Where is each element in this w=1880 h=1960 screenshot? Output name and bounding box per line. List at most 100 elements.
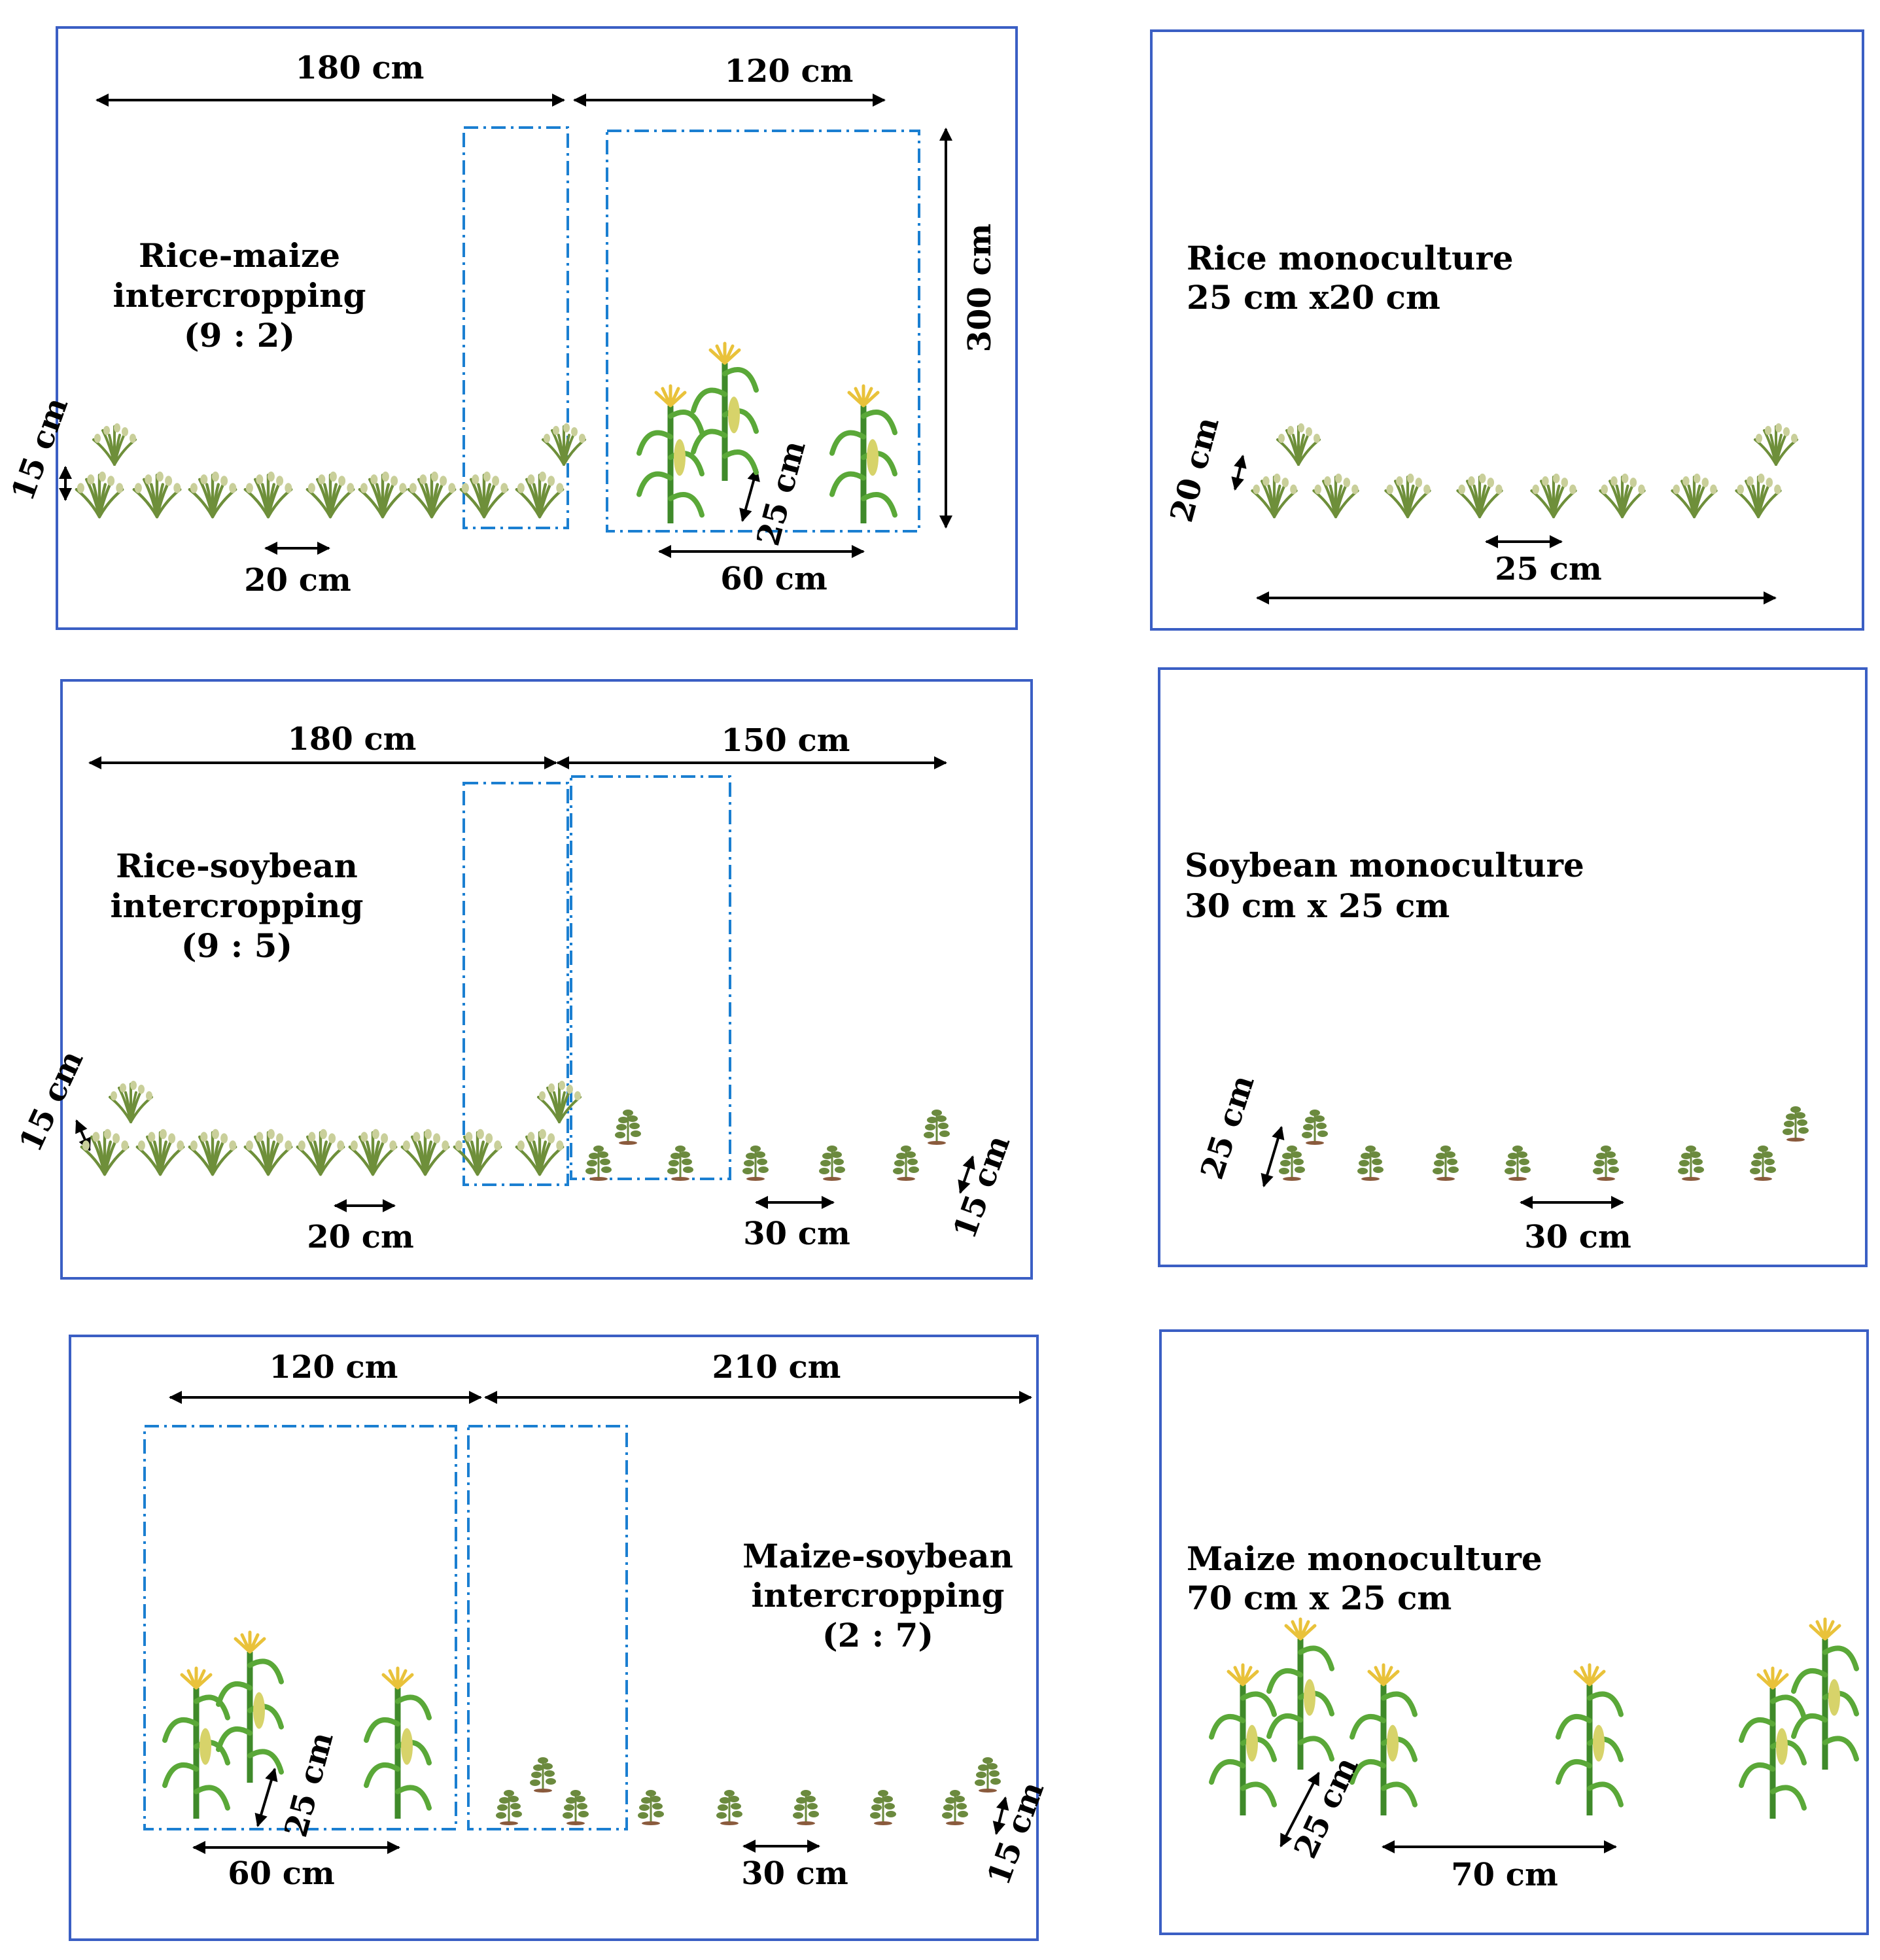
double-arrow-icon	[992, 1796, 1009, 1835]
soybean-plant-icon	[942, 1790, 968, 1825]
rice-plant-icon	[75, 471, 124, 519]
rice-plant-icon	[1530, 473, 1577, 519]
dim-label: 120 cm	[270, 1349, 398, 1386]
maize-plant-icon	[216, 1630, 284, 1783]
double-arrow-icon	[254, 1768, 278, 1827]
dim-label: 60 cm	[720, 561, 827, 597]
rice-plant-icon	[453, 1129, 502, 1176]
rice-plant-icon	[243, 1129, 293, 1176]
dim-label: 30 cm	[1524, 1219, 1631, 1255]
rice-plant-icon	[1599, 473, 1646, 519]
rice-plant-icon	[305, 471, 355, 519]
rice-plant-icon	[348, 1129, 398, 1176]
dim-label: 20 cm	[307, 1219, 414, 1255]
double-arrow-icon	[1231, 455, 1247, 491]
dim-label: 180 cm	[288, 721, 417, 758]
rice-plant-icon	[1251, 473, 1298, 519]
rice-plant-icon	[296, 1129, 345, 1176]
rice-plant-icon	[80, 1129, 130, 1176]
dim-label: 25 cm	[277, 1728, 340, 1841]
panel-maize-monoculture	[1159, 1329, 1869, 1935]
dim-label: 25 cm	[1194, 1071, 1262, 1184]
panel-title: 30 cm x 25 cm	[1185, 886, 1450, 925]
soybean-plant-icon	[638, 1790, 664, 1825]
maize-plant-icon	[1739, 1666, 1807, 1819]
panel-title: Maize monoculture	[1187, 1539, 1542, 1578]
panel-title: (2 : 7)	[822, 1616, 933, 1654]
soybean-plant-icon	[1357, 1146, 1384, 1181]
dim-label: 15 cm	[947, 1130, 1018, 1244]
rice-plant-icon	[1754, 423, 1798, 466]
panel-rice-soybean	[60, 679, 1033, 1280]
soybean-plant-icon	[975, 1757, 1001, 1793]
maize-plant-icon	[1556, 1663, 1624, 1815]
rice-plant-icon	[407, 471, 457, 519]
maize-plant-icon	[829, 384, 897, 523]
soybean-plant-icon	[1678, 1146, 1704, 1181]
panel-rice-maize	[56, 26, 1018, 630]
panel-rice-monoculture	[1150, 29, 1864, 631]
dim-label: 30 cm	[741, 1855, 848, 1892]
soybean-plant-icon	[667, 1146, 693, 1181]
soybean-plant-icon	[496, 1790, 522, 1825]
dim-label: 60 cm	[228, 1855, 335, 1892]
double-arrow-icon	[1279, 1772, 1320, 1847]
rice-plant-icon	[1456, 473, 1503, 519]
strip-box-rice	[462, 126, 569, 529]
maize-plant-icon	[1266, 1617, 1334, 1770]
panel-title: Rice monoculture	[1187, 239, 1514, 277]
soybean-plant-icon	[716, 1790, 742, 1825]
maize-plant-icon	[364, 1666, 432, 1819]
rice-plant-icon	[135, 1129, 185, 1176]
panel-title: (9 : 5)	[181, 926, 292, 965]
soybean-plant-icon	[615, 1110, 641, 1145]
panel-maize-soybean	[69, 1335, 1039, 1941]
soybean-plant-icon	[819, 1146, 845, 1181]
dim-label: 15 cm	[981, 1777, 1052, 1890]
soybean-plant-icon	[742, 1146, 769, 1181]
maize-plant-icon	[1209, 1663, 1277, 1815]
soybean-plant-icon	[563, 1790, 589, 1825]
soybean-plant-icon	[1302, 1110, 1328, 1145]
panel-title: 25 cm x20 cm	[1187, 278, 1440, 317]
rice-plant-icon	[109, 1081, 153, 1123]
soybean-plant-icon	[1593, 1146, 1619, 1181]
rice-plant-icon	[1384, 473, 1431, 519]
plants-layer	[75, 341, 1859, 1825]
dim-label: 15 cm	[12, 1045, 91, 1157]
rice-plant-icon	[1671, 473, 1718, 519]
dim-label: 120 cm	[725, 53, 854, 90]
dim-label: 180 cm	[296, 50, 425, 86]
double-arrow-icon	[958, 1155, 975, 1194]
soybean-plant-icon	[1279, 1146, 1305, 1181]
dim-label: 300 cm	[962, 224, 998, 353]
rice-plant-icon	[243, 471, 293, 519]
panel-title: intercropping	[111, 886, 364, 925]
panel-title: Soybean monoculture	[1185, 846, 1584, 884]
panel-title: (9 : 2)	[184, 316, 295, 355]
rice-plant-icon	[188, 1129, 237, 1176]
panel-soybean-monoculture	[1158, 667, 1868, 1267]
dim-label: 30 cm	[743, 1216, 850, 1252]
dim-label: 150 cm	[722, 722, 850, 759]
rice-plant-icon	[188, 471, 237, 519]
dim-label: 20 cm	[1163, 413, 1226, 526]
soybean-plant-icon	[870, 1790, 896, 1825]
soybean-plant-icon	[1750, 1146, 1776, 1181]
rice-plant-icon	[515, 1129, 565, 1176]
panel-title: Rice-soybean	[116, 847, 358, 885]
rice-plant-icon	[459, 471, 509, 519]
rice-plant-icon	[1312, 473, 1359, 519]
dim-label: 20 cm	[244, 562, 351, 599]
soybean-plant-icon	[924, 1110, 950, 1145]
soybean-plant-icon	[1783, 1106, 1809, 1142]
maize-plant-icon	[691, 341, 759, 481]
maize-plant-icon	[1349, 1663, 1418, 1815]
panel-title: Maize-soybean	[742, 1537, 1013, 1575]
rice-plant-icon	[542, 423, 586, 466]
panel-title: Rice-maize	[139, 236, 340, 275]
dim-label: 25 cm	[1495, 551, 1602, 587]
rice-plant-icon	[132, 471, 182, 519]
rice-plant-icon	[358, 471, 408, 519]
